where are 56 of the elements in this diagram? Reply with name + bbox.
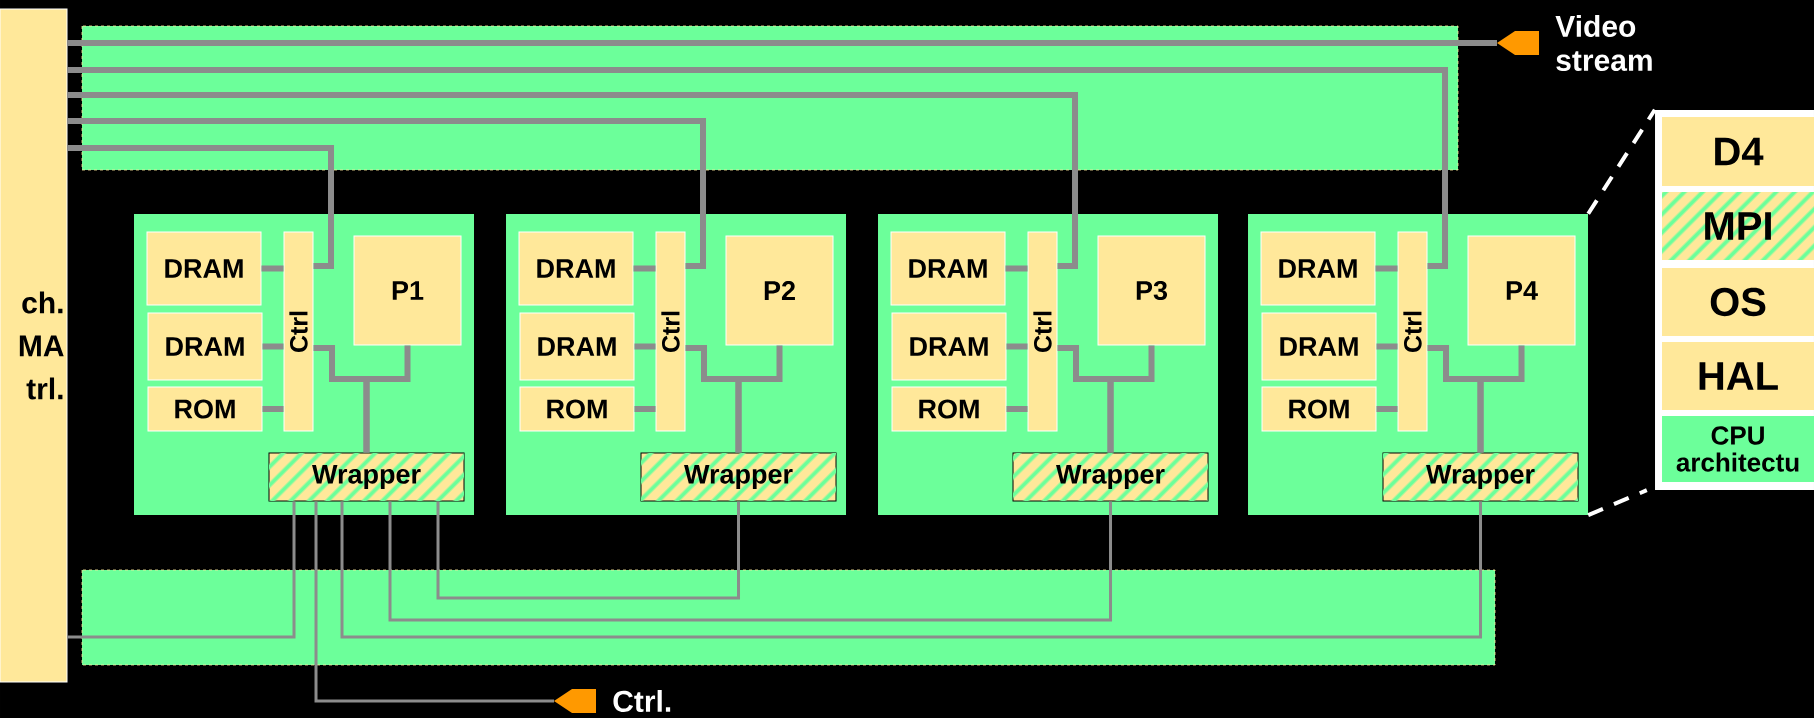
connector-line [1375,265,1398,272]
connector-line [67,145,334,269]
connector-line [1005,265,1028,272]
connector-line [634,343,656,350]
memory-box: ROM [1261,386,1377,432]
connector-line [67,501,296,639]
connector-line [735,345,783,453]
zoom-line [1586,108,1657,215]
connector-line [1006,343,1028,350]
port: Ctrl. [554,689,671,713]
connector-line [1107,345,1155,453]
port: Video stream [1497,15,1652,71]
connector-line [67,67,1448,269]
memory-box: DRAM [890,231,1006,306]
connector-line [633,265,656,272]
connector-line [262,406,284,412]
memory-box: ROM [147,386,263,432]
node-label: Video stream [1555,14,1652,72]
connector-line [1006,406,1028,412]
memory-box: DRAM [147,312,263,381]
controller-bar: Ctrl [655,231,686,432]
processor-box: P4 [1467,235,1576,346]
controller-bar: Ctrl [1027,231,1058,432]
zoom-line [1587,488,1648,518]
node-label: Ctrl. [613,689,671,713]
connector-line [634,406,656,412]
processor-box: P3 [1097,235,1206,346]
memory-box: DRAM [146,231,262,306]
connector-line [363,345,411,453]
memory-box: ROM [519,386,635,432]
controller-bar: Ctrl [283,231,314,432]
connector-line [340,501,1482,639]
memory-box: DRAM [891,312,1007,381]
memory-box: DRAM [1261,312,1377,381]
memory-box: DRAM [518,231,634,306]
layer-box: HAL [1662,342,1814,410]
memory-box: DRAM [1260,231,1376,306]
connector-line [314,501,554,703]
connector-line [1376,406,1398,412]
processor-box: P1 [353,235,462,346]
layer-box: D4 [1662,117,1814,186]
layer-box: OS [1662,268,1814,336]
connector-line [388,501,1112,622]
connector-line [1376,343,1398,350]
connector-line [261,265,284,272]
connector-line [67,92,1078,269]
connector-line [436,501,740,600]
controller-box: ch. MA trl. [0,8,68,683]
processor-box: P2 [725,235,834,346]
connector-line [1477,345,1525,453]
memory-box: ROM [891,386,1007,432]
connector-line [67,118,706,269]
layer-box: CPU architectu [1662,416,1814,482]
memory-box: DRAM [519,312,635,381]
connector-line [262,343,284,350]
controller-bar: Ctrl [1397,231,1428,432]
